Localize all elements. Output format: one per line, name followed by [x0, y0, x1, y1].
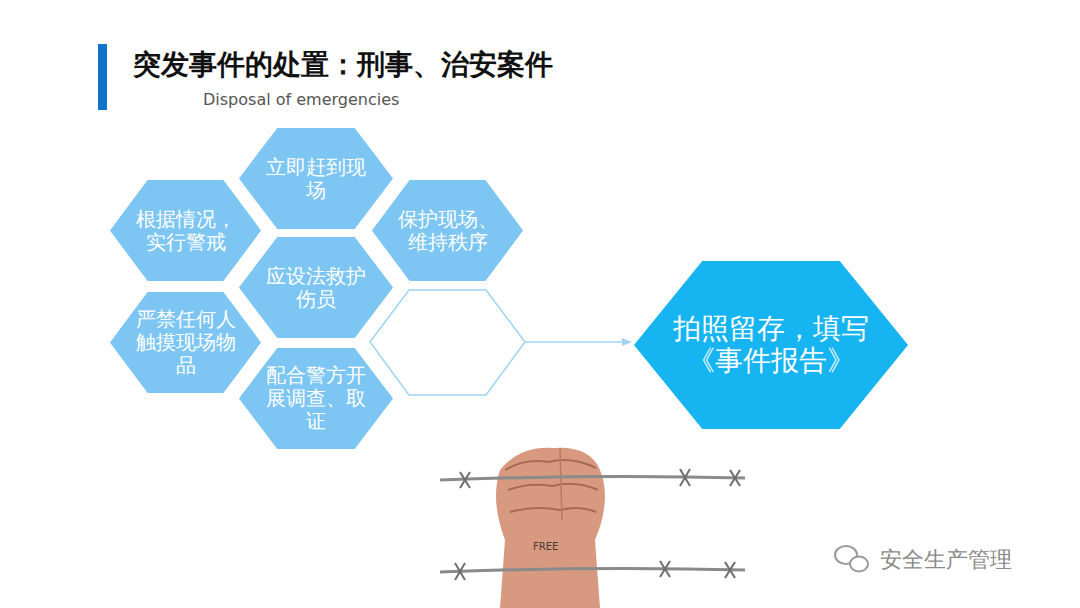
step-text: 保护现场、维持秩序 [396, 208, 500, 254]
step-hexagon: 根据情况，实行警戒 [108, 177, 263, 284]
step-text: 严禁任何人触摸现场物品 [134, 308, 238, 377]
step-hexagon: 立即赶到现场 [237, 125, 395, 232]
fist-illustration [440, 448, 745, 608]
step-hexagon: 配合警方开展调查、取证 [237, 345, 395, 452]
title-bar [98, 44, 107, 110]
subtitle: Disposal of emergencies [203, 90, 399, 109]
arrow-line [525, 341, 628, 343]
step-hexagon: 严禁任何人触摸现场物品 [108, 289, 263, 396]
step-text: 根据情况，实行警戒 [134, 208, 238, 254]
slide-title: 突发事件的处置：刑事、治安案件 [133, 46, 553, 84]
wrist-text: FREE [533, 541, 558, 552]
step-text: 立即赶到现场 [264, 156, 368, 202]
step-hexagon: 保护现场、维持秩序 [370, 177, 525, 284]
step-hexagon: 应设法救护伤员 [237, 234, 395, 341]
step-text: 配合警方开展调查、取证 [264, 364, 368, 433]
result-hexagon: 拍照留存，填写《事件报告》 [632, 258, 910, 432]
empty-hexagon [370, 290, 525, 395]
step-text: 拍照留存，填写《事件报告》 [668, 313, 874, 377]
watermark: 安全生产管理 [880, 545, 1012, 575]
wechat-icon [835, 546, 868, 572]
arrow-head [622, 338, 632, 346]
step-text: 应设法救护伤员 [264, 265, 368, 311]
